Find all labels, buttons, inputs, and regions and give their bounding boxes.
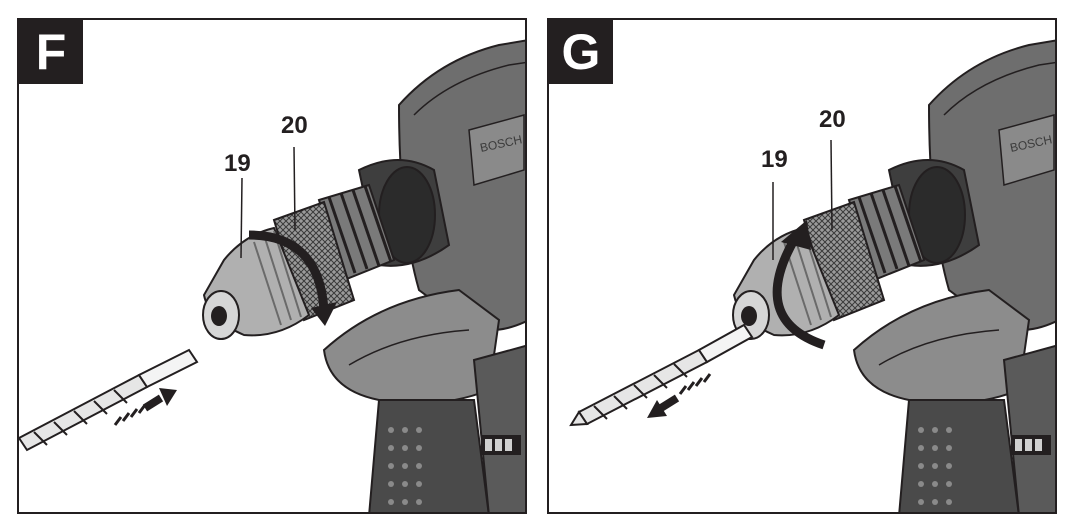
battery-pack	[1002, 345, 1055, 512]
drill-handle	[898, 399, 1020, 512]
drill-illustration-f: BOSCH	[19, 39, 525, 512]
figure-panel-f: F BOSCH	[17, 18, 527, 514]
drill-shroud	[852, 288, 1031, 405]
brand-plate	[468, 114, 525, 186]
drill-illustration-g: BOSCH	[569, 39, 1055, 512]
handle-grip-dots	[388, 427, 422, 505]
rotation-arrow	[248, 230, 329, 311]
panel-letter-f: F	[19, 20, 83, 84]
drill-bit	[569, 323, 754, 427]
insert-arrow	[113, 388, 177, 426]
drill-shroud	[322, 288, 501, 405]
drill-bit	[19, 348, 199, 452]
handle-grip-dots	[918, 427, 952, 505]
leader-20	[293, 146, 296, 231]
callout-19: 19	[224, 150, 251, 177]
callout-20: 20	[819, 106, 846, 133]
rotation-arrow	[772, 237, 826, 350]
drill-handle	[368, 399, 490, 512]
leader-20	[830, 139, 833, 231]
callout-19: 19	[761, 146, 788, 173]
battery-pack	[472, 345, 525, 512]
keyless-chuck	[202, 226, 311, 340]
leader-19	[240, 177, 243, 259]
remove-arrow	[647, 373, 712, 418]
brand-plate	[998, 114, 1055, 186]
figure-panel-g: G BOSCH	[547, 18, 1057, 514]
callout-20: 20	[281, 112, 308, 139]
panel-letter-g: G	[549, 20, 613, 84]
